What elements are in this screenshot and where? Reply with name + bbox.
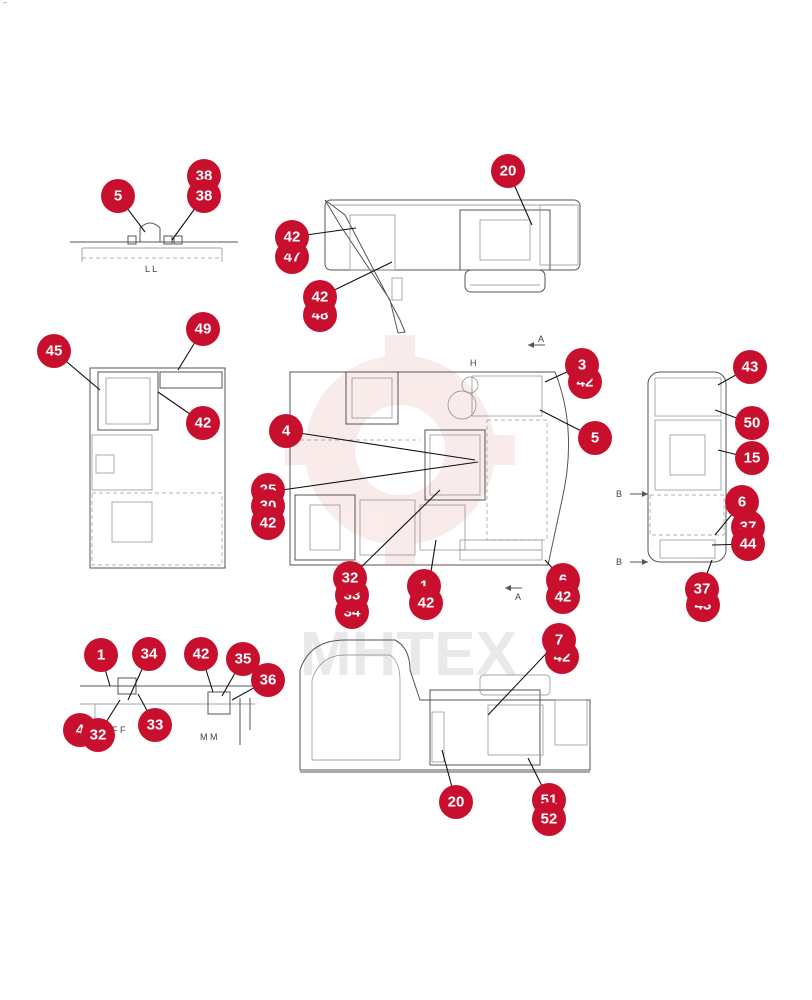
svg-text:4: 4 [282, 423, 291, 440]
callout-badge[interactable]: 7 [542, 623, 576, 657]
svg-text:43: 43 [742, 359, 759, 376]
callout-badge[interactable]: 42 [546, 580, 580, 614]
svg-text:42: 42 [195, 415, 212, 432]
svg-text:4: 4 [76, 722, 85, 739]
callout-badge[interactable]: 49 [186, 312, 220, 346]
svg-text:7: 7 [555, 632, 563, 649]
svg-text:20: 20 [448, 794, 465, 811]
section-arrow-a-top [528, 342, 545, 348]
svg-text:42: 42 [555, 589, 572, 606]
section-arrow-a-bottom [505, 585, 522, 591]
view-ff-mm-drawing [80, 677, 255, 745]
callout-badge[interactable]: 38 [187, 179, 221, 213]
right-view-drawing [630, 371, 727, 565]
callout-badge[interactable]: 6 [725, 485, 759, 519]
callout-badge[interactable]: 3 [565, 348, 599, 382]
svg-text:45: 45 [46, 343, 63, 360]
callout-badge[interactable]: 15 [735, 441, 769, 475]
svg-text:44: 44 [740, 536, 757, 553]
svg-text:32: 32 [90, 727, 107, 744]
callout-badge[interactable]: 32 [333, 561, 367, 595]
watermark-gear-icon [285, 335, 515, 565]
callout-badge[interactable]: 52 [532, 802, 566, 836]
watermark-text: MHTEX [300, 620, 517, 689]
svg-text:36: 36 [260, 672, 277, 689]
callout-badge[interactable]: 42 [184, 637, 218, 671]
view-label-ll: L L [145, 264, 157, 274]
callout-badge[interactable]: 5 [578, 421, 612, 455]
center-plan-view-drawing [289, 371, 570, 566]
svg-text:35: 35 [235, 651, 252, 668]
callout-badge[interactable]: 37 [685, 572, 719, 606]
callout-badge[interactable]: 1 [84, 638, 118, 672]
callout-badge[interactable]: 5 [101, 179, 135, 213]
callout-badge[interactable]: 42 [275, 220, 309, 254]
callout-badge[interactable]: 44 [731, 527, 765, 561]
svg-text:49: 49 [195, 321, 212, 338]
left-view-drawing [89, 367, 226, 569]
svg-text:50: 50 [744, 415, 761, 432]
view-label-ff: F F [112, 725, 126, 735]
callout-badge[interactable]: 34 [132, 637, 166, 671]
callout-badge[interactable]: 35 [226, 642, 260, 676]
svg-text:20: 20 [500, 163, 517, 180]
corner-mark: ·- [2, 0, 7, 7]
svg-text:1: 1 [420, 578, 428, 595]
svg-text:3: 3 [578, 357, 586, 374]
svg-text:33: 33 [147, 717, 164, 734]
callout-badge[interactable]: 50 [735, 406, 769, 440]
svg-text:42: 42 [260, 515, 277, 532]
callout-badge[interactable]: 4 [269, 414, 303, 448]
callout-badge[interactable]: 33 [138, 708, 172, 742]
callout-badge[interactable]: 42 [186, 406, 220, 440]
svg-text:42: 42 [312, 289, 329, 306]
callout-badge[interactable]: 42 [303, 280, 337, 314]
svg-text:5: 5 [591, 430, 599, 447]
view-label-mm: M M [200, 732, 218, 742]
callout-badge[interactable]: 45 [37, 334, 71, 368]
callout-badge[interactable]: 42 [409, 586, 443, 620]
svg-text:42: 42 [418, 595, 435, 612]
svg-text:37: 37 [694, 581, 711, 598]
callout-badge[interactable]: 43 [733, 350, 767, 384]
view-label-a-top: A [538, 334, 544, 344]
callout-badge[interactable]: 36 [251, 663, 285, 697]
view-label-b-bottom: B [616, 557, 622, 567]
svg-text:42: 42 [193, 646, 210, 663]
view-label-b-top: B [616, 489, 622, 499]
svg-text:38: 38 [196, 188, 213, 205]
callout-badge[interactable]: 20 [491, 154, 525, 188]
svg-text:15: 15 [744, 450, 761, 467]
top-side-view-drawing [324, 199, 581, 334]
callout-badge[interactable]: 42 [251, 506, 285, 540]
view-label-a-bottom: A [515, 592, 521, 602]
svg-text:34: 34 [141, 646, 158, 663]
svg-text:52: 52 [541, 811, 558, 828]
callout-badge[interactable]: 20 [439, 785, 473, 819]
svg-text:42: 42 [284, 229, 301, 246]
svg-text:32: 32 [342, 570, 359, 587]
bottom-side-view-drawing [299, 639, 591, 773]
callout-badge[interactable]: 32 [81, 718, 115, 752]
svg-text:5: 5 [114, 188, 122, 205]
view-ll-drawing [70, 222, 238, 262]
svg-text:6: 6 [738, 494, 746, 511]
svg-text:1: 1 [97, 647, 105, 664]
view-label-h: H [470, 358, 477, 368]
